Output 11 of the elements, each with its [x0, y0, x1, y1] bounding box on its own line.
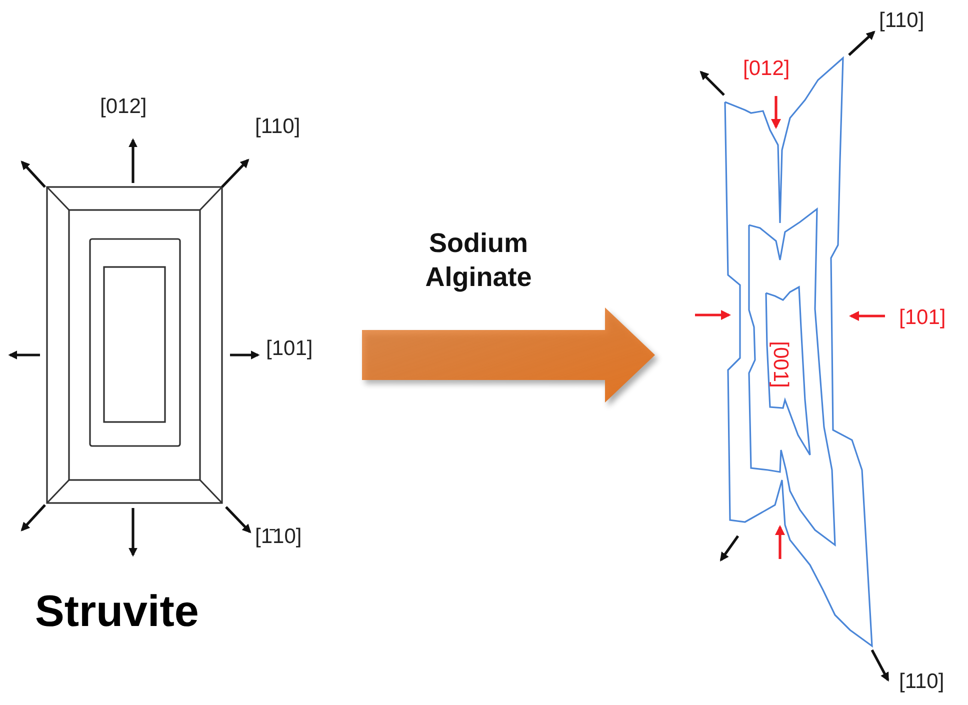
direction-label: [001]: [770, 341, 791, 388]
direction-label: [1̄10]: [255, 526, 302, 547]
direction-label: [012]: [743, 58, 790, 79]
direction-label: [101]: [899, 307, 946, 328]
direction-label: [110]: [899, 671, 944, 692]
direction-label: [012]: [100, 96, 147, 117]
block-arrow: [362, 308, 655, 402]
node-label: Struvite: [35, 590, 199, 634]
direction-label: [110]: [255, 116, 300, 137]
direction-label: [110]: [879, 10, 924, 31]
direction-label: [101]: [266, 338, 313, 359]
